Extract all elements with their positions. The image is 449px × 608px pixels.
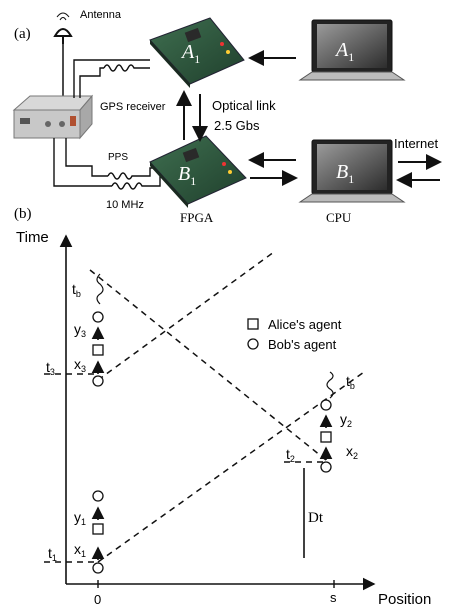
fpga-a-label: A1 xyxy=(180,41,200,66)
x-tick-0-label: 0 xyxy=(94,592,101,607)
gps-receiver-label: GPS receiver xyxy=(100,101,166,113)
tb-left-label: tb xyxy=(72,281,81,299)
tb-left-brace xyxy=(96,273,104,305)
10mhz-label: 10 MHz xyxy=(106,199,144,211)
optical-link-label-line1: Optical link xyxy=(212,98,276,113)
panel-a-label: (a) xyxy=(14,26,31,42)
alice-agent-3 xyxy=(92,344,104,356)
x-tick-s-label: s xyxy=(330,590,337,605)
tb-right-brace xyxy=(326,371,334,399)
dt-label: Dt xyxy=(308,510,324,526)
alice-agent-1 xyxy=(92,523,104,535)
y3-label: y3 xyxy=(74,321,86,339)
bob-agent-after-3 xyxy=(92,311,104,323)
bob-agent-after-2 xyxy=(320,399,332,411)
legend-alice-label: Alice's agent xyxy=(268,317,342,332)
fpga-caption: FPGA xyxy=(180,210,214,225)
internet-label: Internet xyxy=(394,136,438,151)
bob-agent-t3 xyxy=(92,375,104,387)
bob-agent-after-1 xyxy=(92,490,104,502)
antenna-label: Antenna xyxy=(80,9,122,21)
tb-right-label: tb xyxy=(346,373,355,391)
pps-label: PPS xyxy=(108,152,128,163)
x2-label: x2 xyxy=(346,443,358,461)
sequence-3 xyxy=(91,273,105,387)
sequence-1 xyxy=(91,490,105,574)
y-axis-label: Time xyxy=(16,229,49,246)
sequence-2 xyxy=(319,371,334,473)
legend-alice-marker xyxy=(247,318,259,330)
legend-bob-marker xyxy=(247,338,259,350)
y2-label: y2 xyxy=(340,411,352,429)
optical-link-label-line2: 2.5 Gbs xyxy=(214,118,260,133)
gps-receiver-device xyxy=(12,94,94,140)
y1-label: y1 xyxy=(74,509,86,527)
t2-label: t2 xyxy=(286,446,295,464)
x-axis-label: Position xyxy=(378,591,431,608)
x3-label: x3 xyxy=(74,356,86,374)
fpga-b-board xyxy=(149,135,247,208)
legend-bob-label: Bob's agent xyxy=(268,337,337,352)
laptop-a-label: A1 xyxy=(334,39,354,64)
laptop-a xyxy=(298,19,406,81)
laptop-b xyxy=(298,139,406,203)
light-line-from-t2 xyxy=(89,269,327,461)
x1-label: x1 xyxy=(74,541,86,559)
laptop-b-label: B1 xyxy=(336,161,354,186)
alice-agent-2 xyxy=(320,431,332,443)
panel-b-label: (b) xyxy=(14,206,32,222)
gps-to-fpga-a-cables xyxy=(73,59,150,98)
antenna-icon xyxy=(53,12,73,44)
light-line-t3 xyxy=(97,251,275,381)
cpu-caption: CPU xyxy=(326,210,352,225)
bob-agent-t1 xyxy=(92,562,104,574)
gps-to-fpga-b-cables xyxy=(53,138,170,190)
bob-agent-t2 xyxy=(320,461,332,473)
fpga-b-label: B1 xyxy=(178,163,196,188)
t3-label: t3 xyxy=(46,359,55,377)
fpga-a-board xyxy=(149,17,245,88)
t1-label: t1 xyxy=(48,545,57,563)
